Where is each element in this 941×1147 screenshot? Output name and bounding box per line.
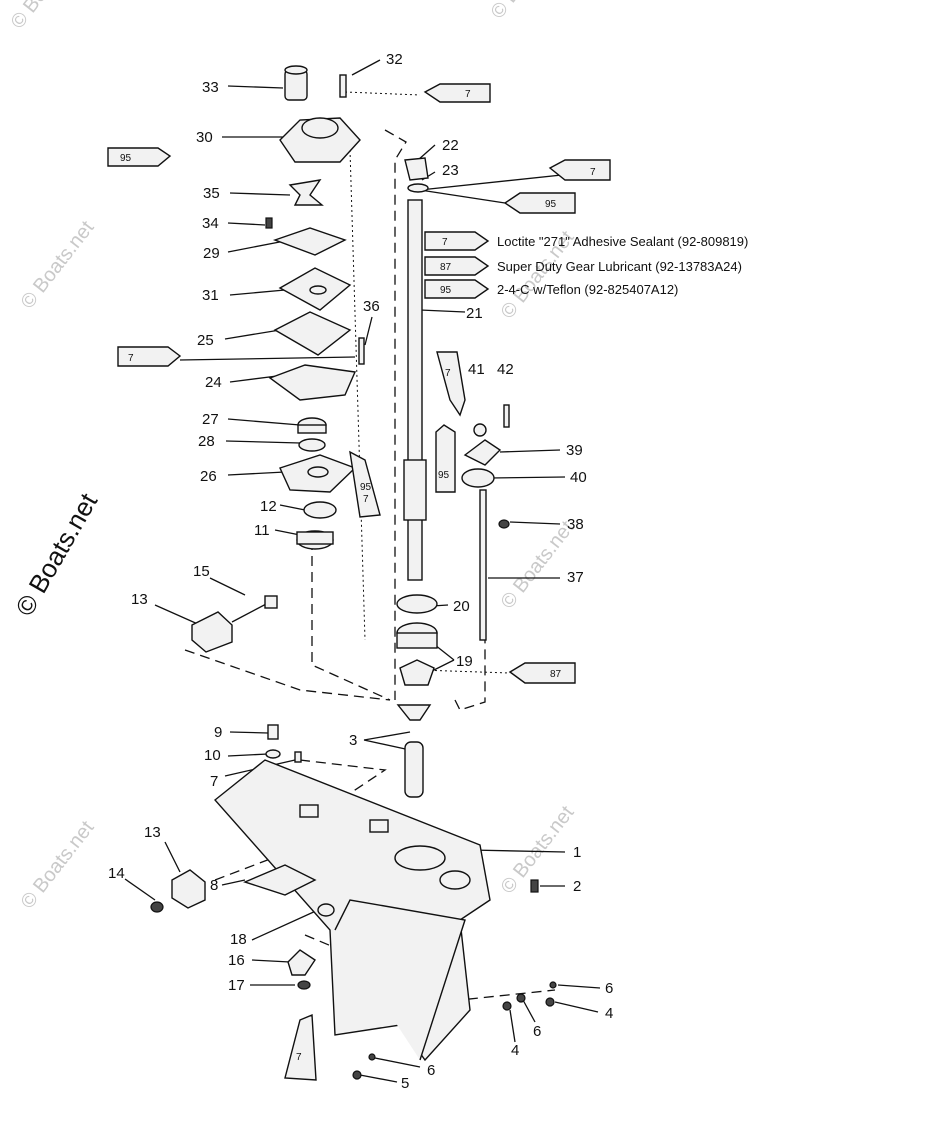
- sealant-tubes: 7 95 7 95 7 7 95 95 7: [107, 83, 611, 1081]
- svg-text:87: 87: [550, 669, 562, 680]
- part-number-label: 13: [131, 591, 148, 608]
- part-number-label: 28: [198, 433, 215, 450]
- part-number-label: 4: [605, 1005, 613, 1022]
- part-number-label: 41: [468, 361, 485, 378]
- part-number-label: 15: [193, 563, 210, 580]
- part-number-label: 5: [401, 1075, 409, 1092]
- part-number-label: 42: [497, 361, 514, 378]
- part-number-label: 12: [260, 498, 277, 515]
- svg-text:2-4-C w/Teflon (92-825407A12): 2-4-C w/Teflon (92-825407A12): [497, 282, 678, 297]
- part-number-label: 1: [573, 844, 581, 861]
- part-number-label: 22: [442, 137, 459, 154]
- svg-text:7: 7: [128, 353, 134, 364]
- part-numbers: 33 32 30 35 34 29 31 25 36 24 27 28 26 1…: [108, 51, 613, 1092]
- assembly-lines: [179, 91, 556, 1001]
- watermark-text: © Boats.net: [17, 817, 99, 913]
- svg-text:Super Duty Gear Lubricant (92-: Super Duty Gear Lubricant (92-13783A24): [497, 259, 742, 274]
- legend-item: 95 2-4-C w/Teflon (92-825407A12): [424, 279, 678, 299]
- sealant-tube-icon: 7: [548, 159, 611, 181]
- svg-text:95: 95: [440, 285, 452, 296]
- svg-text:7: 7: [363, 494, 369, 505]
- watermark-text: © Boats.net: [9, 487, 103, 621]
- part-number-label: 18: [230, 931, 247, 948]
- part-number-label: 14: [108, 865, 125, 882]
- legend: 7 Loctite "271" Adhesive Sealant (92-809…: [424, 231, 748, 299]
- svg-text:95: 95: [360, 482, 372, 493]
- watermark-text: © Boats.net: [7, 0, 89, 33]
- sealant-tube-icon: 7: [436, 351, 466, 417]
- part-number-label: 29: [203, 245, 220, 262]
- part-number-label: 31: [202, 287, 219, 304]
- svg-text:95: 95: [120, 153, 132, 164]
- sealant-tube-icon: 7: [284, 1013, 317, 1081]
- part-number-label: 30: [196, 129, 213, 146]
- part-number-label: 7: [210, 773, 218, 790]
- part-number-label: 36: [363, 298, 380, 315]
- svg-text:7: 7: [465, 89, 471, 100]
- svg-text:Loctite "271" Adhesive Sealant: Loctite "271" Adhesive Sealant (92-80981…: [497, 234, 748, 249]
- part-number-label: 6: [427, 1062, 435, 1079]
- legend-item: 7 Loctite "271" Adhesive Sealant (92-809…: [424, 231, 748, 251]
- part-number-label: 32: [386, 51, 403, 68]
- part-number-label: 6: [533, 1023, 541, 1040]
- svg-text:7: 7: [442, 237, 448, 248]
- svg-text:87: 87: [440, 262, 452, 273]
- lower-parts: [150, 724, 557, 1080]
- sealant-tube-icon: 95: [503, 192, 576, 214]
- part-number-label: 20: [453, 598, 470, 615]
- part-number-label: 19: [456, 653, 473, 670]
- part-number-label: 17: [228, 977, 245, 994]
- part-number-label: 24: [205, 374, 222, 391]
- watermark-text: © Boats.net: [17, 217, 99, 313]
- part-number-label: 10: [204, 747, 221, 764]
- part-number-label: 35: [203, 185, 220, 202]
- part-number-label: 16: [228, 952, 245, 969]
- part-number-label: 3: [349, 732, 357, 749]
- sealant-tube-icon: 95: [435, 424, 456, 493]
- sealant-tube-icon: 87: [508, 662, 576, 684]
- sealant-tube-icon: 7: [117, 346, 182, 367]
- part-number-label: 26: [200, 468, 217, 485]
- part-number-label: 2: [573, 878, 581, 895]
- part-number-label: 39: [566, 442, 583, 459]
- part-number-label: 37: [567, 569, 584, 586]
- part-number-label: 21: [466, 305, 483, 322]
- upper-parts: [191, 65, 510, 798]
- part-number-label: 13: [144, 824, 161, 841]
- sealant-tube-icon: 95 7: [349, 450, 381, 518]
- part-number-label: 8: [210, 877, 218, 894]
- part-number-label: 25: [197, 332, 214, 349]
- svg-text:95: 95: [545, 199, 557, 210]
- watermark-text: © Boats.net: [487, 0, 569, 23]
- legend-item: 87 Super Duty Gear Lubricant (92-13783A2…: [424, 256, 742, 276]
- part-number-label: 33: [202, 79, 219, 96]
- svg-text:7: 7: [445, 368, 451, 379]
- part-number-label: 23: [442, 162, 459, 179]
- sealant-tube-icon: 7: [423, 83, 491, 103]
- svg-text:95: 95: [438, 470, 450, 481]
- svg-text:7: 7: [590, 167, 596, 178]
- part-number-label: 27: [202, 411, 219, 428]
- part-number-label: 38: [567, 516, 584, 533]
- part-number-label: 11: [254, 522, 270, 539]
- part-number-label: 40: [570, 469, 587, 486]
- svg-text:7: 7: [296, 1052, 302, 1063]
- part-number-label: 6: [605, 980, 613, 997]
- part-number-label: 4: [511, 1042, 519, 1059]
- part-number-label: 34: [202, 215, 219, 232]
- sealant-tube-icon: 95: [107, 147, 172, 167]
- part-number-label: 9: [214, 724, 222, 741]
